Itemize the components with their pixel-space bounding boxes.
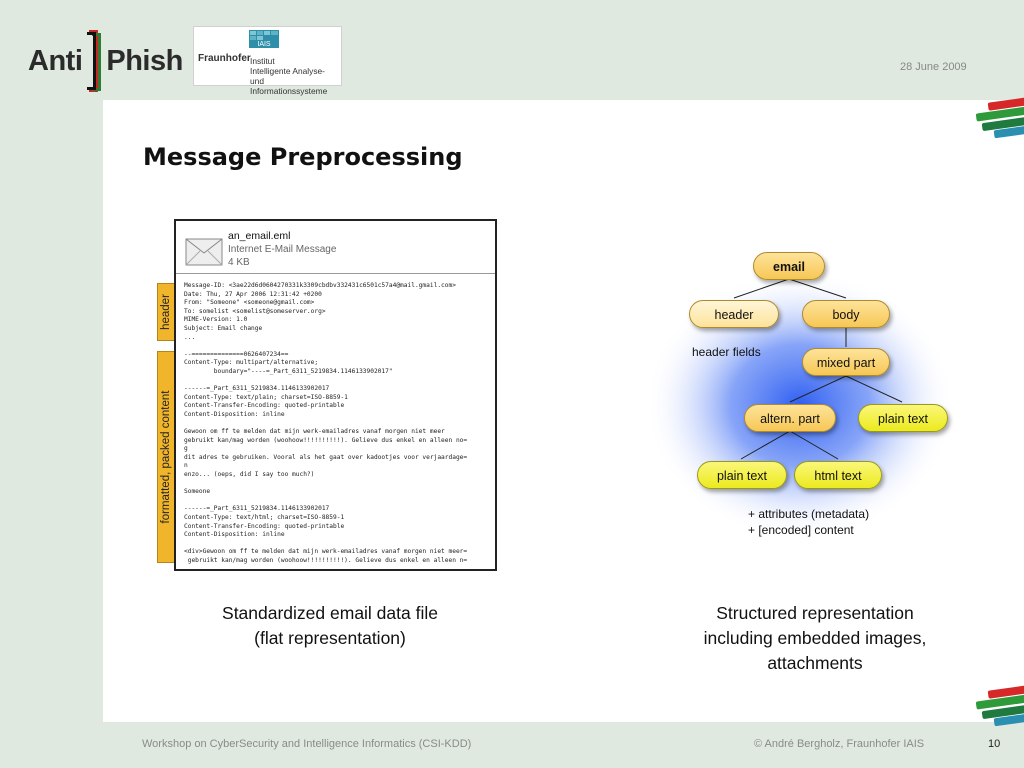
- file-type: Internet E-Mail Message: [228, 244, 337, 255]
- footer-workshop: Workshop on CyberSecurity and Intelligen…: [142, 738, 472, 750]
- right-caption: Structured representation including embe…: [660, 601, 970, 676]
- logo-text-phish: Phish: [106, 44, 183, 77]
- file-name: an_email.eml: [228, 230, 291, 242]
- raw-email-line: Someone: [184, 488, 211, 496]
- decorative-stripes: [968, 685, 1024, 730]
- attributes-line: + attributes (metadata): [748, 507, 870, 521]
- slide-title: Message Preprocessing: [143, 143, 463, 171]
- file-size: 4 KB: [228, 257, 250, 268]
- caption-line: Standardized email data file: [222, 603, 438, 623]
- email-file-window: an_email.eml Internet E-Mail Message 4 K…: [174, 219, 497, 571]
- raw-email-line: [184, 420, 494, 429]
- antiphish-logo: Anti Phish: [28, 30, 183, 92]
- raw-email-line: ...: [184, 333, 196, 341]
- logo-text-anti: Anti: [28, 44, 83, 77]
- tree-node-mixed-part: mixed part: [802, 348, 890, 376]
- raw-email-line: [184, 497, 494, 506]
- fraunhofer-name: Fraunhofer: [198, 53, 251, 64]
- raw-email-line: MIME-Version: 1.0: [184, 316, 248, 324]
- tree-node-plain-text: plain text: [858, 404, 948, 432]
- left-caption: Standardized email data file (flat repre…: [180, 601, 480, 651]
- raw-email-line: enzo... (oeps, did I say too much?): [184, 471, 315, 479]
- email-file-header: an_email.eml Internet E-Mail Message 4 K…: [176, 221, 495, 274]
- raw-email-line: [184, 540, 494, 549]
- header-fields-label: header fields: [692, 345, 761, 359]
- tree-node-header: header: [689, 300, 779, 328]
- slide-date: 28 June 2009: [900, 61, 967, 73]
- caption-line: (flat representation): [254, 628, 406, 648]
- institute-line: Institut: [250, 56, 275, 66]
- fraunhofer-badge: IAIS: [257, 41, 271, 48]
- node-attributes-note: + attributes (metadata) + [encoded] cont…: [748, 506, 869, 538]
- raw-email-line: [184, 377, 494, 386]
- content-side-label-text: formatted, packed content: [160, 390, 172, 524]
- raw-email-line: To: somelist <somelist@someserver.org>: [184, 307, 326, 315]
- content-side-label: formatted, packed content: [157, 351, 175, 563]
- raw-email-line: Content-Type: text/plain; charset=ISO-88…: [184, 393, 348, 401]
- fraunhofer-logo: IAIS Fraunhofer Institut Intelligente An…: [193, 26, 342, 96]
- raw-email-line: boundary="----=_Part_6311_5219834.114613…: [184, 367, 393, 375]
- logo-bracket-icon: [87, 30, 102, 92]
- raw-email-line: gebruikt kan/mag worden (woohoow!!!!!!!!…: [184, 436, 468, 444]
- raw-email-line: gebruikt kan/mag worden (woohoow!!!!!!!!…: [184, 557, 468, 564]
- raw-email-line: Content-Type: text/html; charset=ISO-885…: [184, 514, 345, 522]
- header-side-label-text: header: [160, 294, 172, 330]
- header-side-label: header: [157, 283, 175, 341]
- raw-email-line: From: "Someone" <someone@gmail.com>: [184, 299, 315, 307]
- raw-email-line: [184, 342, 494, 351]
- raw-email-line: Gewoon om ff te melden dat mijn werk-ema…: [184, 428, 445, 436]
- raw-email-line: n: [184, 462, 188, 470]
- footer-copyright: © André Bergholz, Fraunhofer IAIS: [754, 738, 925, 750]
- raw-email-line: --==============0626407234==: [184, 350, 289, 358]
- decorative-stripes: [968, 97, 1024, 142]
- raw-email-line: Content-Transfer-Encoding: quoted-printa…: [184, 402, 345, 410]
- tree-node-body: body: [802, 300, 890, 328]
- iais-grid-icon: [249, 30, 279, 48]
- raw-email-line: Date: Thu, 27 Apr 2006 12:31:42 +0200: [184, 290, 322, 298]
- raw-email-line: g: [184, 445, 188, 453]
- raw-email-line: Content-Disposition: inline: [184, 531, 285, 539]
- caption-line: including embedded images,: [703, 628, 927, 648]
- caption-line: Structured representation: [716, 603, 914, 623]
- caption-line: attachments: [767, 653, 863, 673]
- tree-node-email: email: [753, 252, 825, 280]
- institute-name: Institut Intelligente Analyse- und Infor…: [250, 56, 341, 96]
- raw-email-line: Content-Transfer-Encoding: quoted-printa…: [184, 522, 345, 530]
- institute-line: Informationssysteme: [250, 86, 328, 96]
- content-line: + [encoded] content: [748, 523, 854, 537]
- raw-email-line: Message-ID: <3ae22d6d0604270331k3309cbdb…: [184, 282, 456, 289]
- raw-email-line: ------=_Part_6311_5219834.1146133902017: [184, 505, 330, 513]
- raw-email-line: [184, 480, 494, 489]
- raw-email-line: Subject: Email change: [184, 324, 263, 332]
- page-number: 10: [988, 738, 1001, 750]
- raw-email-line: <div>Gewoon om ff te melden dat mijn wer…: [184, 548, 468, 556]
- raw-email-line: Content-Type: multipart/alternative;: [184, 359, 319, 367]
- raw-email-source: Message-ID: <3ae22d6d0604270331k3309cbdb…: [184, 282, 494, 568]
- institute-line: Intelligente Analyse- und: [250, 66, 325, 86]
- raw-email-line: ------=_Part_6311_5219834.1146133902017: [184, 385, 330, 393]
- envelope-icon: [185, 238, 223, 266]
- tree-node-html-text: html text: [794, 461, 882, 489]
- tree-node-altern-part: altern. part: [744, 404, 836, 432]
- raw-email-line: dit adres te gebruiken. Vooral als het g…: [184, 453, 468, 461]
- raw-email-line: Content-Disposition: inline: [184, 410, 285, 418]
- tree-node-plain-text: plain text: [697, 461, 787, 489]
